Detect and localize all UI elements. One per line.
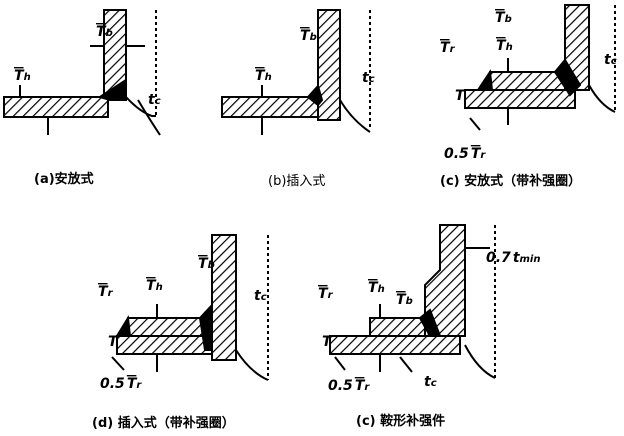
label-tc-e: tc bbox=[424, 374, 437, 390]
diagram-d-set-in-with-pad bbox=[111, 234, 269, 381]
label-Th-d: Th bbox=[146, 278, 163, 294]
caption-a: (a)安放式 bbox=[34, 172, 94, 187]
label-tc-a: tc bbox=[148, 92, 161, 108]
caption-e: (c) 鞍形补强件 bbox=[356, 414, 446, 429]
diagram-c-set-on-with-pad bbox=[464, 4, 616, 131]
label-Tb-e: Tb bbox=[396, 292, 413, 308]
label-tc-b: tc bbox=[362, 70, 375, 86]
label-Tr-e: Tr bbox=[318, 286, 334, 302]
label-Tr-d: Tr bbox=[98, 284, 114, 300]
diagram-b-set-in bbox=[221, 9, 371, 135]
label-Tb-c: Tb bbox=[495, 10, 512, 26]
diagram-e-saddle-reinforcement bbox=[329, 224, 496, 379]
label-tc-c: tc bbox=[604, 52, 617, 68]
caption-b: (b)插入式 bbox=[268, 174, 326, 189]
label-Tb-a: Tb bbox=[96, 24, 113, 40]
label-Tb-d: Tb bbox=[198, 256, 215, 272]
label-Th-a: Th bbox=[14, 68, 31, 84]
label-T-c: T bbox=[455, 88, 466, 104]
diagram-a-set-on bbox=[3, 9, 161, 136]
caption-d: (d) 插入式（带补强圈） bbox=[92, 416, 235, 431]
label-T-e: T bbox=[322, 334, 333, 350]
label-Th-e: Th bbox=[368, 280, 385, 296]
label-T-d: T bbox=[108, 334, 119, 350]
label-Th-b: Th bbox=[255, 68, 272, 84]
label-tc-d: tc bbox=[254, 288, 267, 304]
label-Tr-c: Tr bbox=[440, 40, 456, 56]
label-Tb-b: Tb bbox=[300, 28, 317, 44]
caption-c: (c) 安放式（带补强圈） bbox=[440, 174, 582, 189]
label-Th-c: Th bbox=[496, 38, 513, 54]
